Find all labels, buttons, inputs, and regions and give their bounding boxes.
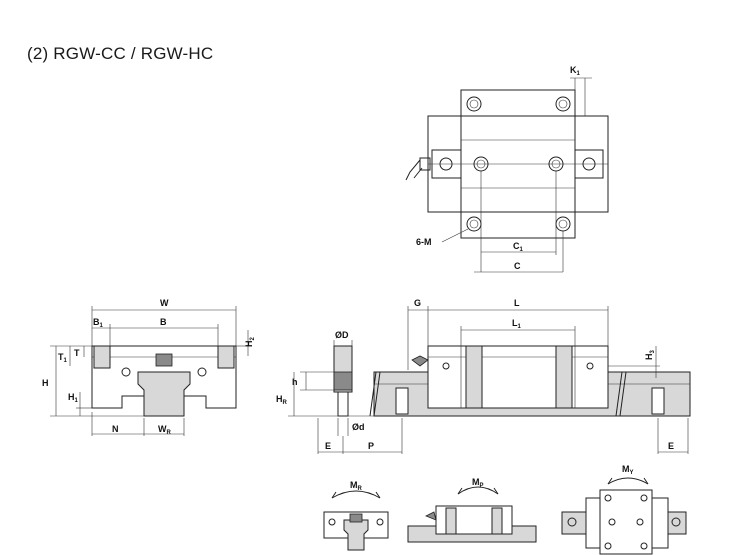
page-title: (2) RGW-CC / RGW-HC (27, 44, 214, 63)
rail-section-view: ØD h HR Ød E P (276, 330, 403, 454)
my-label: MY (622, 464, 634, 476)
c1-label: C1 (513, 241, 524, 253)
h2-label: H2 (244, 337, 256, 348)
phi-d-large-label: ØD (335, 330, 349, 340)
h3-label: H3 (644, 350, 656, 361)
g-label: G (414, 298, 421, 308)
e-left-label: E (325, 441, 331, 451)
mounting-hole-icon (466, 96, 482, 112)
side-view: G L L1 H3 E (369, 298, 691, 454)
p-label: P (368, 441, 374, 451)
front-view: W B1 B H2 H T1 T H1 N WR (42, 298, 256, 436)
six-m-label: 6-M (416, 237, 432, 247)
moment-mp-view: MP (407, 477, 537, 543)
grease-nipple-icon (405, 157, 431, 181)
t1-label: T1 (58, 352, 68, 364)
phi-d-small-label: Ød (352, 422, 365, 432)
c-label: C (514, 261, 521, 271)
l-label: L (514, 298, 520, 308)
mp-label: MP (472, 477, 484, 489)
e-right-label: E (668, 441, 674, 451)
k1-label: K1 (570, 65, 581, 77)
b1-label: B1 (93, 317, 104, 329)
moment-mr-view: MR (323, 480, 389, 551)
top-view: K1 6-M C1 C (405, 65, 609, 273)
moment-my-view: MY (561, 464, 687, 555)
w-label: W (160, 298, 169, 308)
b-label: B (160, 317, 167, 327)
grease-nipple-icon (411, 355, 429, 367)
mr-label: MR (350, 480, 363, 492)
mounting-hole-icon (555, 96, 571, 112)
t-label: T (74, 348, 80, 358)
n-label: N (112, 424, 119, 434)
h1-label: H1 (68, 392, 79, 404)
l1-label: L1 (512, 318, 522, 330)
h-small-label: h (292, 377, 298, 387)
h-label: H (42, 378, 49, 388)
bolt-icon (121, 367, 207, 377)
wr-label: WR (158, 424, 172, 436)
end-seal-hole-icon (439, 157, 596, 171)
hr-label: HR (276, 394, 288, 406)
